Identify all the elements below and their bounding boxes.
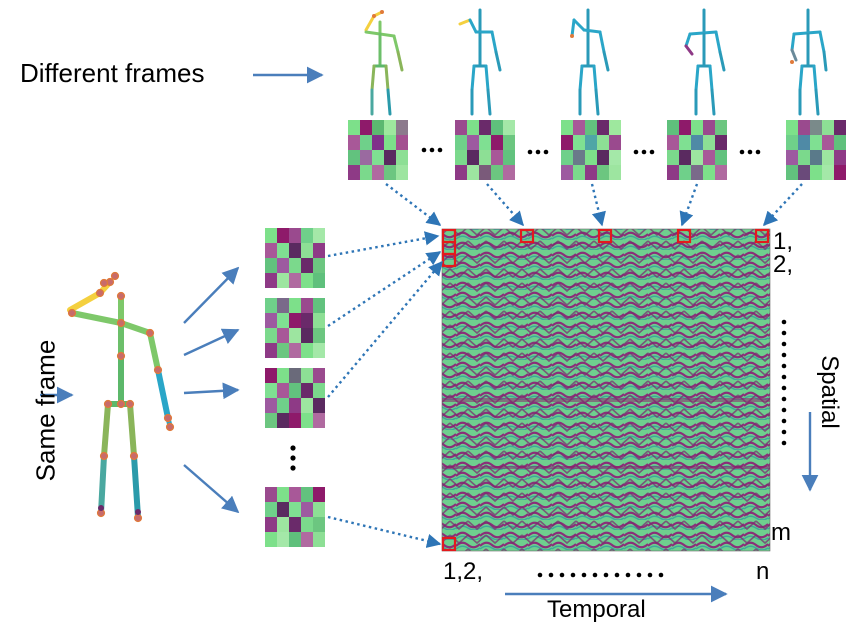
temporal-start-label: 1,2,	[443, 558, 484, 585]
solid-arrows	[40, 66, 819, 603]
spatial-ellipsis	[781, 319, 787, 446]
highlight-cell-1-3	[597, 228, 613, 244]
skeleton-frame-2	[458, 8, 502, 116]
different-frames-label: Different frames	[20, 58, 205, 88]
spatial-start-label-2: 2,	[773, 251, 794, 278]
mosaic-joint-3	[265, 368, 325, 428]
mosaic-frame-4	[667, 120, 727, 180]
feature-matrix	[441, 228, 771, 552]
mosaic-frame-n	[786, 120, 846, 180]
highlight-boxes	[441, 228, 770, 552]
mosaic-joint-m	[265, 487, 325, 547]
mosaic-frame-1	[348, 120, 408, 180]
skeleton-frame-3	[570, 8, 610, 116]
highlight-cell-1-2	[519, 228, 535, 244]
mosaic-joint-2	[265, 298, 325, 358]
same-frame-label: Same frame	[30, 339, 61, 482]
mosaic-joint-1	[265, 228, 325, 288]
skeleton-frame-4	[684, 8, 726, 116]
mosaic-frame-3	[561, 120, 621, 180]
highlight-cell-m-1	[441, 536, 457, 552]
skeleton-frame-1	[364, 10, 404, 116]
dotted-connectors	[327, 183, 803, 548]
spatial-end-label: m	[771, 519, 791, 546]
mosaic-frame-2	[455, 120, 515, 180]
skeleton-same-frame	[67, 271, 175, 523]
spatial-axis-label: Spatial	[816, 355, 843, 429]
top-ellipses	[421, 147, 761, 155]
highlight-cell-1-n	[754, 228, 770, 244]
left-mosaics	[265, 228, 325, 547]
highlight-cell-1-4	[676, 228, 692, 244]
highlight-cell-3-1	[441, 252, 457, 268]
top-mosaics	[348, 120, 846, 180]
left-ellipsis	[290, 445, 296, 471]
skeleton-frame-n	[790, 8, 828, 116]
temporal-ellipsis	[537, 572, 664, 578]
temporal-end-label: n	[756, 558, 770, 585]
spatial-start-label-1: 1,	[773, 228, 794, 255]
temporal-axis-label: Temporal	[547, 596, 646, 623]
